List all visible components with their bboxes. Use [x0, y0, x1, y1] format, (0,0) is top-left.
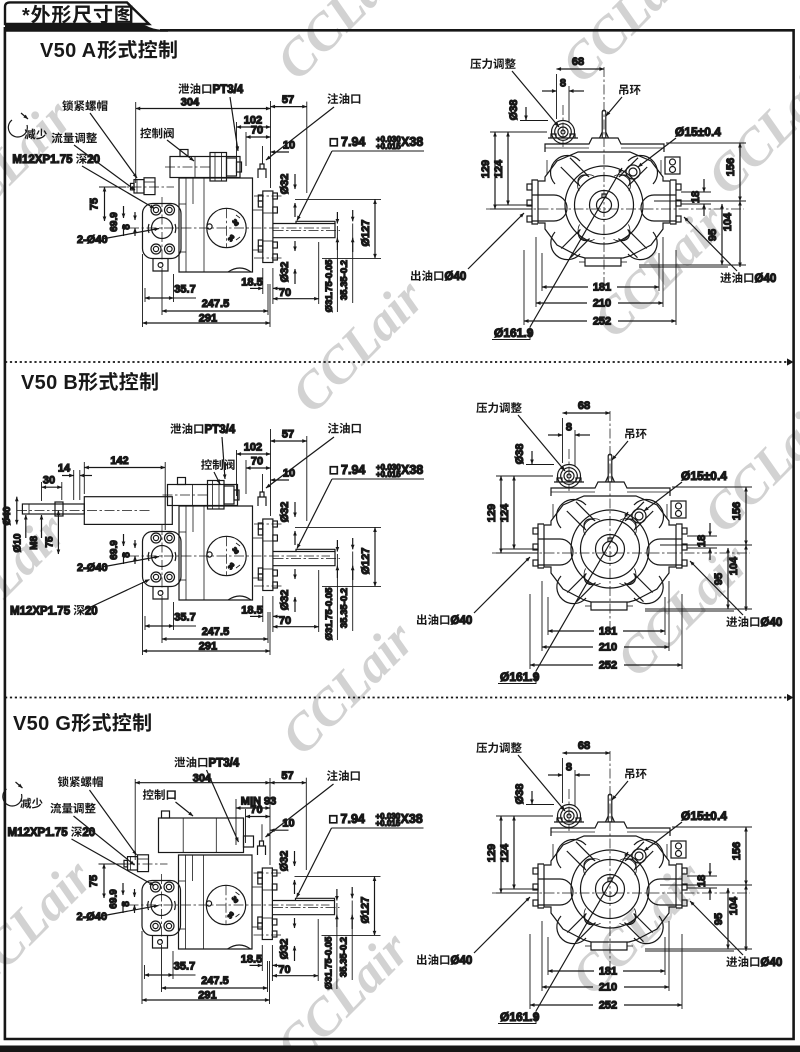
- svg-text:M12XP1.75: M12XP1.75: [8, 827, 69, 839]
- svg-text:18.5: 18.5: [241, 277, 262, 289]
- svg-text:V50 G: V50 G: [13, 713, 71, 735]
- svg-text:30: 30: [230, 219, 239, 228]
- svg-text:Ø32: Ø32: [279, 262, 291, 283]
- svg-text:70: 70: [279, 287, 291, 299]
- svg-text:18.5: 18.5: [241, 605, 262, 617]
- svg-text:+0.030: +0.030: [376, 463, 401, 472]
- svg-text:304: 304: [193, 773, 212, 785]
- svg-text:V50 B: V50 B: [21, 372, 78, 394]
- svg-text:69.9: 69.9: [109, 212, 120, 232]
- svg-text:30: 30: [228, 234, 237, 243]
- svg-text:M12XP1.75: M12XP1.75: [10, 605, 71, 617]
- svg-text:8: 8: [121, 901, 132, 907]
- svg-text:14: 14: [58, 463, 71, 475]
- svg-text:291: 291: [199, 313, 217, 325]
- svg-text:75: 75: [88, 875, 100, 887]
- svg-text:Ø31.75-0.05: Ø31.75-0.05: [324, 259, 335, 313]
- svg-text:Ø127: Ø127: [360, 897, 372, 924]
- svg-text:35.35-0.2: 35.35-0.2: [339, 260, 350, 300]
- svg-text:Ø32: Ø32: [279, 590, 291, 611]
- svg-text:247.5: 247.5: [202, 626, 230, 638]
- svg-text:35.7: 35.7: [174, 284, 195, 296]
- svg-text:20: 20: [82, 827, 95, 839]
- svg-text:V50 A: V50 A: [40, 40, 96, 62]
- svg-text:291: 291: [199, 641, 217, 653]
- svg-text:247.5: 247.5: [201, 975, 229, 987]
- svg-text:75: 75: [89, 198, 101, 210]
- svg-text:□ 7.94: □ 7.94: [330, 812, 365, 826]
- svg-text:M8: M8: [29, 536, 40, 550]
- svg-text:+0.015: +0.015: [376, 470, 401, 479]
- svg-text:247.5: 247.5: [202, 298, 230, 310]
- svg-text:X38: X38: [401, 135, 423, 149]
- svg-text:57: 57: [282, 94, 294, 106]
- svg-text:2-Ø40: 2-Ø40: [77, 562, 108, 574]
- svg-text:2-Ø40: 2-Ø40: [77, 234, 108, 246]
- svg-text:8: 8: [122, 224, 133, 230]
- svg-text:102: 102: [244, 442, 262, 454]
- svg-text:X38: X38: [401, 463, 423, 477]
- svg-text:142: 142: [110, 455, 128, 467]
- svg-text:X38: X38: [401, 812, 423, 826]
- svg-text:Ø127: Ø127: [360, 220, 372, 247]
- svg-text:75: 75: [45, 536, 56, 548]
- svg-text:35.35-0.2: 35.35-0.2: [339, 937, 350, 977]
- svg-text:PT3/4: PT3/4: [205, 424, 236, 436]
- svg-text:18.5: 18.5: [241, 954, 262, 966]
- svg-text:Ø127: Ø127: [360, 548, 372, 575]
- svg-text:35.7: 35.7: [174, 961, 195, 973]
- svg-text:102: 102: [244, 115, 262, 127]
- svg-text:69.9: 69.9: [109, 540, 120, 560]
- svg-text:MIN 93: MIN 93: [241, 796, 276, 808]
- svg-text:30: 30: [43, 475, 55, 487]
- svg-text:30: 30: [230, 896, 239, 905]
- svg-text:8: 8: [122, 552, 133, 558]
- svg-text:+0.015: +0.015: [376, 819, 401, 828]
- svg-text:70: 70: [251, 125, 263, 137]
- svg-text:M12XP1.75: M12XP1.75: [12, 154, 73, 166]
- svg-text:+0.030: +0.030: [376, 135, 401, 144]
- svg-text:69.9: 69.9: [109, 889, 120, 909]
- svg-text:2-Ø40: 2-Ø40: [77, 911, 108, 923]
- svg-text:30: 30: [227, 911, 236, 920]
- svg-text:10: 10: [283, 140, 295, 152]
- svg-text:Ø10: Ø10: [13, 533, 24, 552]
- svg-text:70: 70: [250, 804, 262, 816]
- svg-text:70: 70: [251, 456, 263, 468]
- svg-text:57: 57: [281, 770, 293, 782]
- svg-text:Ø40: Ø40: [2, 506, 13, 525]
- svg-text:70: 70: [279, 615, 291, 627]
- svg-text:Ø32: Ø32: [279, 939, 291, 960]
- svg-text:291: 291: [198, 990, 216, 1002]
- svg-text:57: 57: [282, 428, 294, 440]
- svg-text:Ø32: Ø32: [279, 851, 291, 872]
- svg-text:+0.015: +0.015: [376, 142, 401, 151]
- svg-text:□ 7.94: □ 7.94: [330, 463, 365, 477]
- svg-text:70: 70: [278, 964, 290, 976]
- svg-text:□ 7.94: □ 7.94: [330, 135, 365, 149]
- svg-text:30: 30: [230, 547, 239, 556]
- svg-text:35.35-0.2: 35.35-0.2: [339, 588, 350, 628]
- svg-text:Ø32: Ø32: [279, 174, 291, 195]
- svg-text:35.7: 35.7: [174, 612, 195, 624]
- svg-text:20: 20: [87, 154, 100, 166]
- svg-text:Ø31.75-0.05: Ø31.75-0.05: [324, 936, 335, 990]
- svg-text:Ø31.75-0.05: Ø31.75-0.05: [324, 587, 335, 641]
- svg-text:Ø32: Ø32: [279, 502, 291, 523]
- svg-text:30: 30: [228, 562, 237, 571]
- svg-text:304: 304: [181, 97, 200, 109]
- svg-text:PT3/4: PT3/4: [213, 84, 244, 96]
- svg-text:*: *: [22, 5, 31, 27]
- svg-text:+0.030: +0.030: [376, 812, 401, 821]
- svg-text:PT3/4: PT3/4: [209, 758, 240, 770]
- svg-text:10: 10: [283, 468, 295, 480]
